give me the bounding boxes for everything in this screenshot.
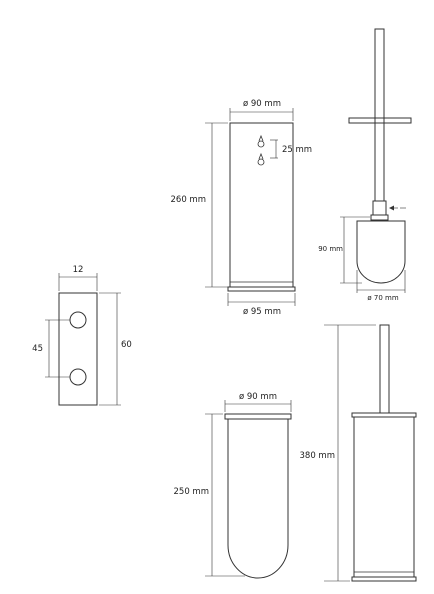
insert-cup: ø 90 mm 250 mm (174, 392, 292, 579)
holder-height-dimension: 260 mm (171, 122, 228, 288)
insert-height-label: 250 mm (174, 487, 210, 497)
assembled-lid (351, 412, 417, 418)
total-height-dimension: 380 mm (300, 324, 376, 582)
total-height-label: 380 mm (300, 451, 336, 461)
insert-diameter-dimension: ø 90 mm (224, 392, 292, 412)
holder-top-diameter-label: ø 90 mm (243, 99, 281, 109)
holder-height-label: 260 mm (171, 195, 207, 205)
insert-body (227, 419, 289, 579)
toilet-brush: 90 mm ø 70 mm (318, 28, 412, 302)
keyhole-spacing-dimension: 25 mm (270, 139, 312, 159)
mount-height-dimension: 60 (99, 292, 132, 406)
arrow-icon (389, 205, 406, 211)
brush-lid-plate (348, 117, 412, 124)
wall-mount-bracket: 12 45 60 (32, 265, 132, 406)
brush-head-height-dimension: 90 mm (318, 216, 370, 284)
insert-rim (224, 413, 292, 420)
insert-height-dimension: 250 mm (174, 413, 245, 577)
mount-spacing-label: 45 (32, 344, 43, 354)
keyhole-icon (257, 134, 265, 166)
mount-plate (58, 292, 98, 406)
mount-hole-bottom (69, 368, 87, 386)
holder-top-diameter-dimension: ø 90 mm (229, 99, 294, 121)
mount-height-label: 60 (121, 340, 132, 350)
brush-handle (374, 28, 385, 202)
assembled-body (353, 416, 415, 578)
assembled-handle (379, 324, 390, 414)
holder-container: 25 mm ø 90 mm 260 mm ø 95 mm (171, 99, 313, 317)
brush-head-diameter-dimension: ø 70 mm (356, 270, 406, 302)
mount-width-dimension: 12 (58, 265, 98, 291)
keyhole-spacing-label: 25 mm (282, 145, 312, 155)
holder-base-diameter-label: ø 95 mm (243, 307, 281, 317)
mount-hole-top (69, 311, 87, 329)
brush-ferrule (370, 214, 389, 221)
mount-width-label: 12 (73, 265, 84, 275)
assembled-base (351, 576, 417, 582)
holder-base-diameter-dimension: ø 95 mm (227, 293, 296, 317)
assembled-set: 380 mm (300, 324, 417, 582)
mount-spacing-dimension: 45 (32, 319, 70, 378)
brush-collar (372, 200, 387, 216)
brush-head-height-label: 90 mm (318, 245, 343, 253)
insert-diameter-label: ø 90 mm (239, 392, 277, 402)
brush-head (356, 220, 406, 284)
holder-base (227, 286, 296, 292)
brush-head-diameter-label: ø 70 mm (367, 294, 398, 302)
